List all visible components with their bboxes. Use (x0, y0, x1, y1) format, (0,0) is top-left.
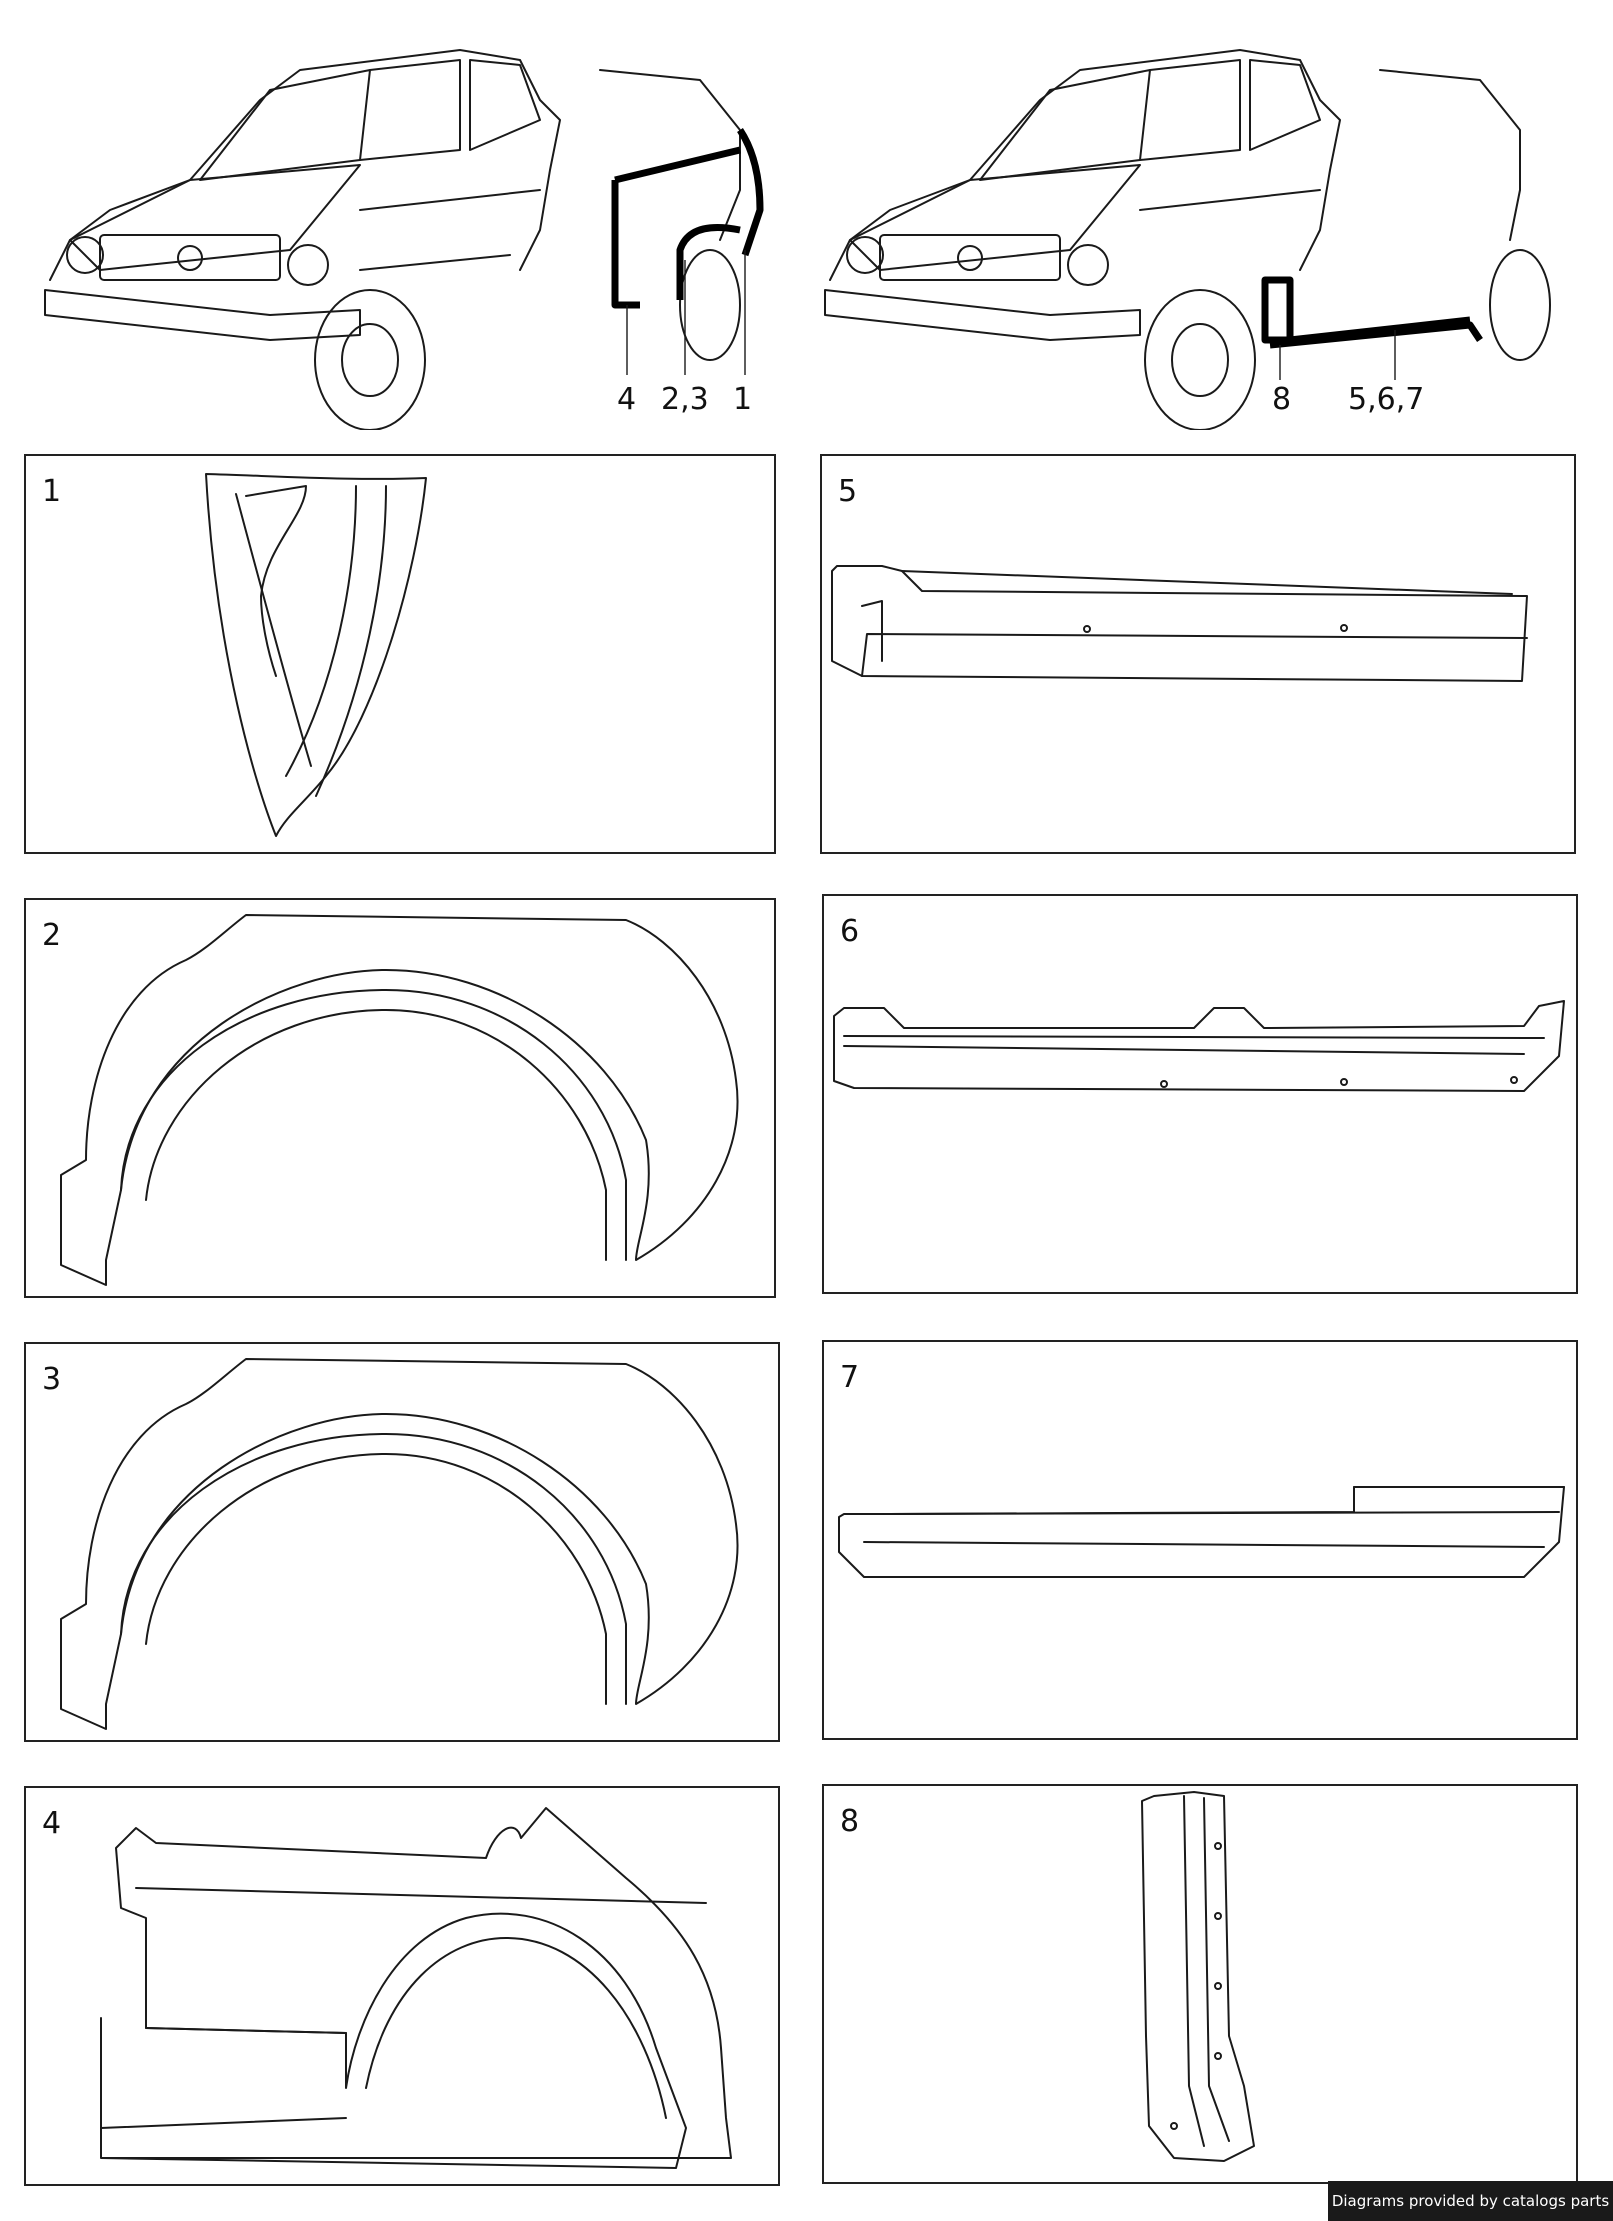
left-callout-1: 1 (733, 382, 753, 417)
panel-2: 2 (24, 898, 776, 1298)
panel-4: 4 (24, 1786, 780, 2186)
panel-3: 3 (24, 1342, 780, 1742)
left-callout-2-3: 2,3 (661, 382, 709, 417)
right-callout-8: 8 (1272, 382, 1292, 417)
panel-number: 2 (42, 918, 62, 953)
panel-number: 6 (840, 914, 860, 949)
left-callout-4: 4 (617, 382, 637, 417)
part-7-illustration (838, 1486, 1565, 1578)
panel-1: 1 (24, 454, 776, 854)
part-1-illustration (205, 473, 427, 837)
panel-7: 7 (822, 1340, 1578, 1740)
left-car-illustration (44, 49, 764, 430)
panel-8: 8 (822, 1784, 1578, 2184)
right-car-illustration (824, 49, 1551, 430)
panel-number: 4 (42, 1806, 62, 1841)
part-2-illustration (60, 914, 739, 1286)
right-callout-5-6-7: 5,6,7 (1348, 382, 1425, 417)
panel-number: 5 (838, 474, 858, 509)
part-4-illustration (100, 1807, 732, 2169)
part-5-illustration (831, 565, 1528, 682)
panel-number: 8 (840, 1804, 860, 1839)
part-8-illustration (1141, 1791, 1255, 2162)
part-3-illustration (60, 1358, 739, 1730)
credit-badge: Diagrams provided by catalogs parts (1328, 2181, 1613, 2221)
panel-number: 1 (42, 474, 62, 509)
panel-6: 6 (822, 894, 1578, 1294)
panel-number: 3 (42, 1362, 62, 1397)
panel-number: 7 (840, 1360, 860, 1395)
panel-5: 5 (820, 454, 1576, 854)
part-6-illustration (833, 1000, 1565, 1092)
